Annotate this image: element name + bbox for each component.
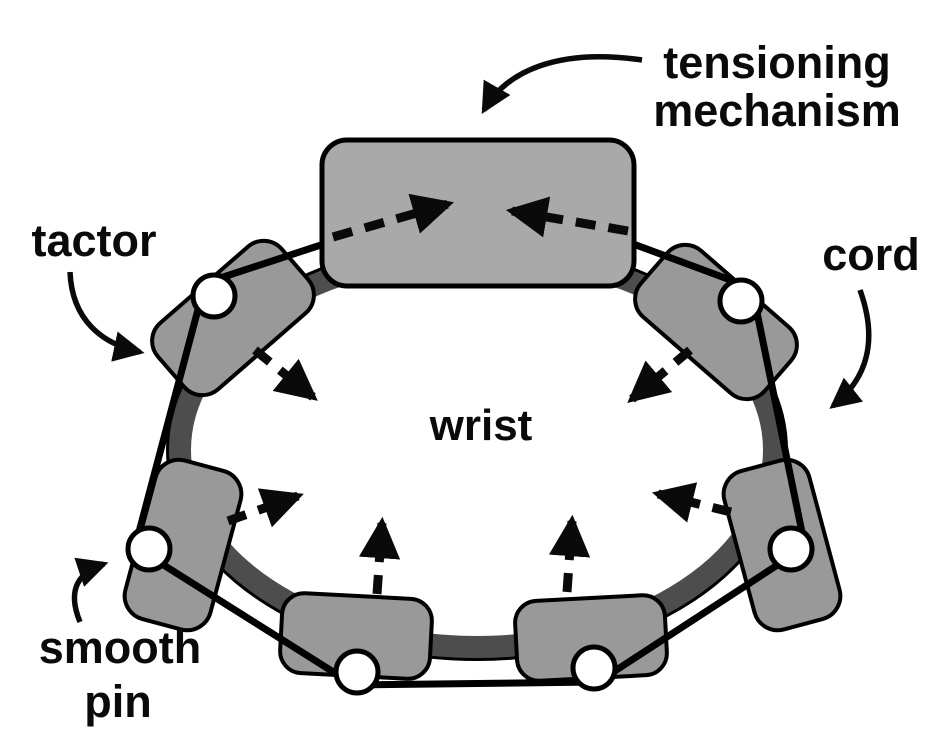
smooth-pin-pointer-arrow [71,557,109,624]
tensioning-mechanism-label-line2: mechanism [653,85,901,136]
tactor-label: tactor [31,215,156,266]
tension-arrow-left [331,193,454,242]
tension-arrows [331,193,629,242]
cord-pointer-arrow [829,289,872,409]
label-pointers [67,54,872,624]
pressure-arrow-upper-right [627,346,693,404]
smooth-pin-left [125,525,173,573]
smooth-pin-upper-left [190,272,238,320]
pressure-arrow-left [226,488,304,528]
tension-arrow-right [505,196,629,238]
smooth-pins [125,272,815,696]
smooth-pin-upper-right [717,277,765,325]
tensioning-pointer-arrow [481,54,643,115]
smooth-pin-label-line2: pin [84,676,151,727]
pressure-arrow-bottom-right [548,514,591,593]
smooth-pin-bottom-left [333,648,381,696]
pressure-arrows [226,346,733,595]
pressure-arrow-bottom-left [358,516,401,595]
smooth-pin-right [767,525,815,573]
pressure-arrow-upper-left [252,346,318,401]
pressure-arrow-right [651,482,733,523]
smooth-pin-bottom-right [570,644,618,692]
wrist-label: wrist [429,401,533,450]
tensioning-mechanism [319,137,637,289]
tactor-pointer-arrow [67,271,145,362]
tensioning-mechanism-label-line1: tensioning [663,37,890,88]
smooth-pin-label-line1: smooth [39,622,202,673]
cord-label: cord [822,229,920,280]
